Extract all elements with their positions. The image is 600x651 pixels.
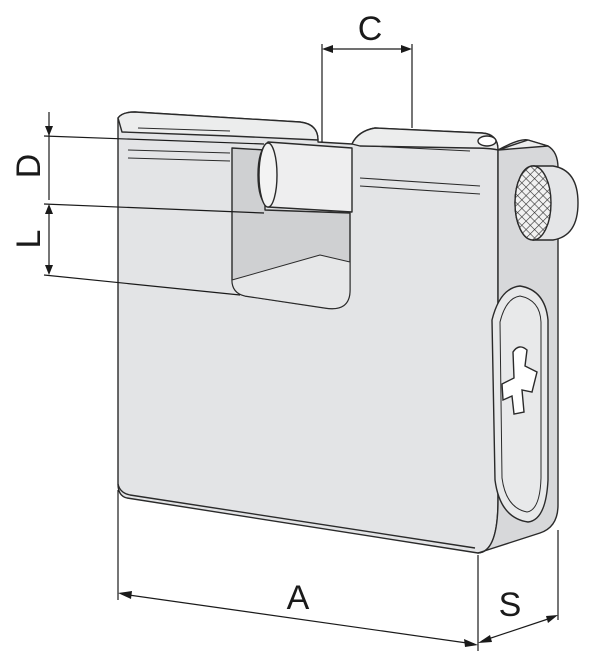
dimension-label-l: L bbox=[10, 230, 48, 249]
dimension-label-c: C bbox=[358, 10, 383, 48]
keyhole-icon bbox=[501, 346, 538, 415]
knurled-knob-icon bbox=[514, 165, 579, 241]
dimension-label-a: A bbox=[287, 579, 310, 617]
engraved-lines bbox=[127, 127, 481, 195]
lock-body-top-left bbox=[117, 111, 319, 141]
padlock-drawing bbox=[117, 111, 559, 554]
keyhole-plate-inner bbox=[499, 295, 542, 513]
dimension-label-s: S bbox=[499, 586, 522, 624]
lock-bottom-edge bbox=[117, 483, 476, 549]
shackle-bar-end bbox=[258, 142, 278, 208]
lock-body-top-right bbox=[351, 127, 549, 151]
dimension-label-d: D bbox=[10, 154, 48, 179]
dimension-lines bbox=[43, 44, 559, 651]
shackle-opening-floor bbox=[231, 254, 351, 310]
screw-hole bbox=[477, 135, 497, 147]
